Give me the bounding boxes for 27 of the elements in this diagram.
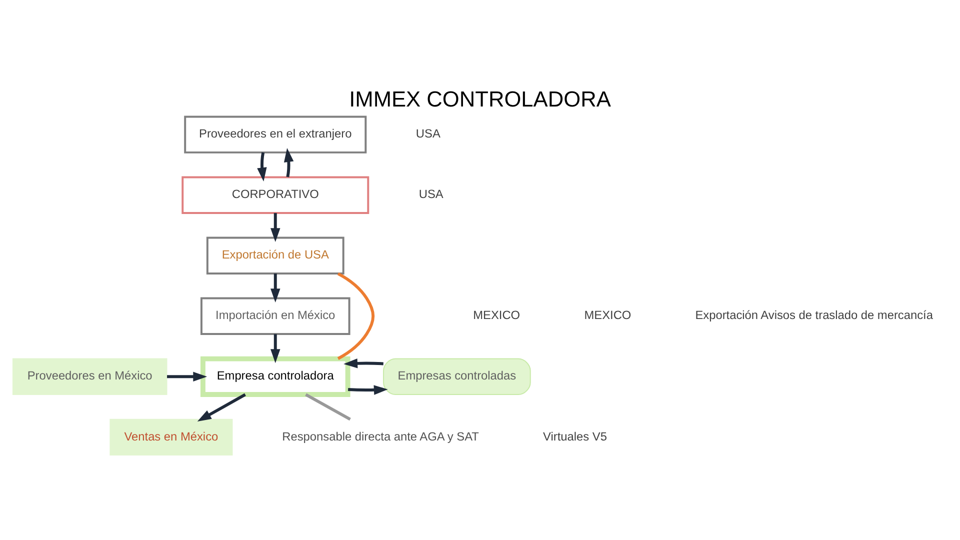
arrow xyxy=(270,274,280,303)
node-text: Responsable directa ante AGA y SAT xyxy=(282,429,479,444)
node-box: Importación en México xyxy=(200,297,350,335)
arrow xyxy=(270,334,280,364)
node-box: Ventas en México xyxy=(110,418,233,456)
arrow xyxy=(167,372,208,382)
arrow xyxy=(348,385,388,395)
label: Virtuales V5 xyxy=(543,429,607,444)
label: USA xyxy=(416,126,440,141)
node-box: CORPORATIVO xyxy=(182,176,370,214)
node-box: Empresa controladora xyxy=(200,356,350,397)
label: USA xyxy=(418,187,444,202)
arrow xyxy=(344,358,384,368)
arrow xyxy=(270,213,280,242)
node-box: Proveedores en México xyxy=(12,358,168,395)
connector xyxy=(337,272,375,360)
node-box: Empresas controladas xyxy=(383,358,531,395)
arrow xyxy=(257,152,267,182)
arrow xyxy=(284,148,294,178)
label: MEXICO xyxy=(473,308,520,322)
connector xyxy=(305,393,351,421)
node-box: Proveedores en el extranjero xyxy=(184,116,367,154)
arrow xyxy=(197,393,246,422)
label: MEXICO xyxy=(584,308,632,322)
diagram-title: IMMEX CONTROLADORA xyxy=(349,86,611,112)
node-box: Exportación de USA xyxy=(206,236,344,274)
label: Exportación Avisos de traslado de mercancía xyxy=(695,308,933,322)
